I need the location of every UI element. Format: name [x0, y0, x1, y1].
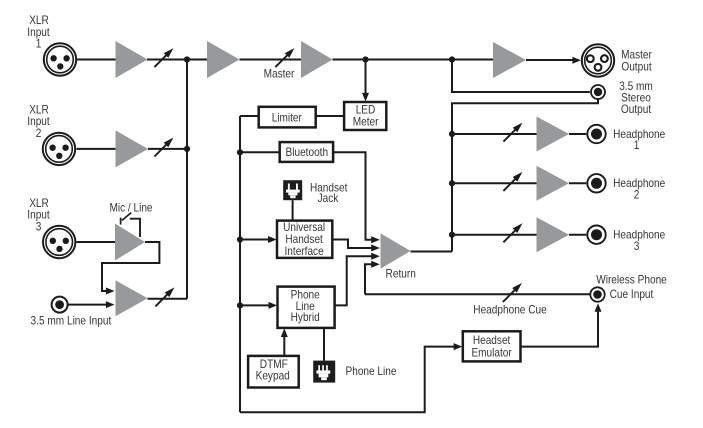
- svg-text:Output: Output: [621, 60, 652, 74]
- svg-text:Jack: Jack: [318, 191, 340, 205]
- svg-text:Headphone: Headphone: [613, 176, 665, 190]
- svg-text:Master: Master: [264, 67, 295, 81]
- svg-text:Return: Return: [386, 266, 416, 280]
- svg-text:Input: Input: [27, 114, 50, 128]
- svg-text:Mic / Line: Mic / Line: [109, 201, 152, 215]
- svg-text:3.5 mm: 3.5 mm: [619, 79, 653, 93]
- svg-text:Line: Line: [296, 299, 315, 313]
- svg-text:Headphone: Headphone: [613, 228, 665, 242]
- svg-text:Phone: Phone: [291, 287, 320, 301]
- svg-text:2: 2: [634, 187, 640, 201]
- svg-text:Master: Master: [621, 48, 652, 62]
- svg-text:Headset: Headset: [473, 333, 511, 347]
- svg-text:Headphone: Headphone: [613, 127, 665, 141]
- svg-text:3: 3: [36, 219, 42, 233]
- svg-text:Cue Input: Cue Input: [610, 287, 654, 301]
- svg-text:Keypad: Keypad: [256, 369, 290, 383]
- svg-text:Hybrid: Hybrid: [291, 310, 320, 324]
- svg-text:Phone Line: Phone Line: [346, 364, 397, 378]
- svg-text:Input: Input: [27, 208, 50, 222]
- svg-text:Universal: Universal: [283, 220, 325, 234]
- svg-text:3.5 mm Line Input: 3.5 mm Line Input: [31, 314, 112, 328]
- svg-text:Interface: Interface: [285, 244, 324, 258]
- svg-text:XLR: XLR: [29, 196, 49, 210]
- svg-text:1: 1: [634, 138, 640, 152]
- svg-text:XLR: XLR: [29, 103, 49, 117]
- svg-text:XLR: XLR: [29, 13, 49, 27]
- svg-text:Wireless Phone: Wireless Phone: [596, 272, 667, 286]
- svg-text:Handset: Handset: [285, 232, 323, 246]
- svg-text:Stereo: Stereo: [621, 91, 651, 105]
- svg-text:Handset: Handset: [310, 181, 348, 195]
- svg-text:Limiter: Limiter: [272, 110, 302, 124]
- svg-text:Meter: Meter: [353, 115, 379, 129]
- svg-text:LED: LED: [356, 103, 376, 117]
- svg-text:Emulator: Emulator: [471, 345, 511, 359]
- svg-text:Headphone Cue: Headphone Cue: [473, 303, 547, 317]
- svg-text:Output: Output: [621, 102, 652, 116]
- svg-text:DTMF: DTMF: [260, 357, 288, 371]
- svg-text:3: 3: [634, 239, 640, 253]
- svg-text:Input: Input: [27, 25, 50, 39]
- svg-text:Bluetooth: Bluetooth: [286, 145, 329, 159]
- svg-text:2: 2: [36, 126, 42, 140]
- svg-text:1: 1: [36, 37, 42, 51]
